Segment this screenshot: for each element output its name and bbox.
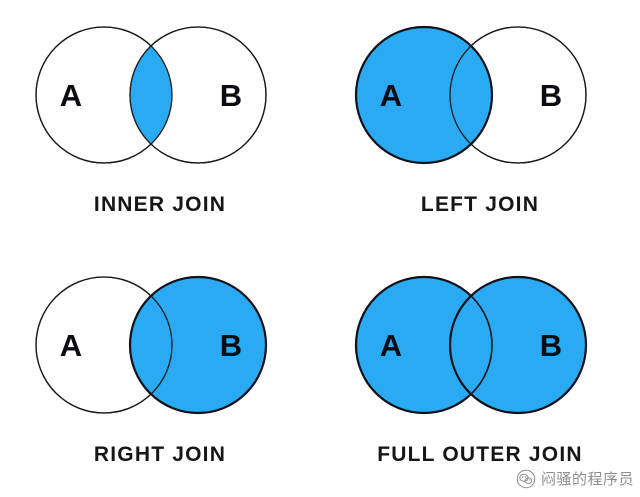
set-label-a-inner-join: A [60, 78, 82, 113]
circle-b-outline-left-join [449, 26, 587, 164]
venn-diagram-full-outer-join: A B [320, 250, 640, 430]
set-label-a-right-join: A [60, 328, 82, 363]
caption-right-join: RIGHT JOIN [93, 443, 227, 466]
set-label-a-left-join: A [380, 78, 402, 113]
set-label-b-full-outer-join: B [540, 328, 562, 363]
circle-b-outline-inner-join [129, 26, 267, 164]
circle-a-left-join [354, 25, 494, 165]
join-panel-left-join: A B LEFT JOIN [320, 0, 640, 250]
set-label-b-inner-join: B [220, 78, 242, 113]
venn-svg-full-outer-join: A B [354, 275, 588, 415]
set-label-a-full-outer-join: A [380, 328, 402, 363]
circle-b-full-outer-join [448, 275, 588, 415]
venn-svg-left-join: A B [354, 25, 587, 165]
caption-inner-join: INNER JOIN [93, 193, 227, 216]
venn-svg-right-join: A B [35, 275, 268, 415]
join-panel-right-join: A B RIGHT JOIN [0, 250, 320, 497]
venn-diagram-right-join: A B [0, 250, 320, 430]
join-panel-full-outer-join: A B FULL OUTER JOIN [320, 250, 640, 497]
set-label-b-right-join: B [220, 328, 242, 363]
set-label-b-left-join: B [540, 78, 562, 113]
circle-b-right-join [128, 275, 268, 415]
circle-a-outline-right-join [35, 276, 173, 414]
circle-a-outline-inner-join [35, 26, 173, 164]
caption-full-outer-join: FULL OUTER JOIN [377, 443, 583, 466]
venn-diagram-inner-join: A B [0, 0, 320, 180]
join-panel-inner-join: A B INNER JOIN [0, 0, 320, 250]
circle-a-outline-full-outer-join [355, 276, 493, 414]
venn-svg-inner-join: A B [35, 26, 267, 164]
venn-diagram-left-join: A B [320, 0, 640, 180]
caption-left-join: LEFT JOIN [420, 193, 540, 216]
